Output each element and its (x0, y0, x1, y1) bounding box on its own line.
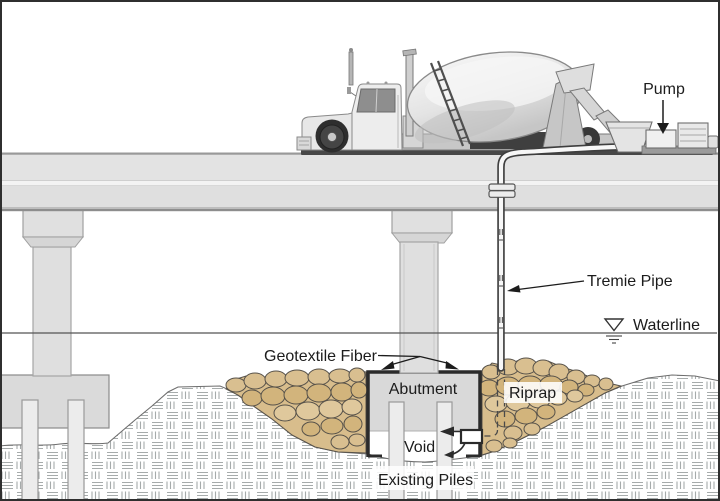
pipe-buried-dashed (483, 369, 506, 437)
pump-box (645, 129, 677, 149)
existing-piles-label-halo (372, 466, 474, 490)
pump-leader (657, 100, 669, 134)
abutment-concrete (368, 372, 480, 431)
pipe-joint-marks (497, 229, 505, 329)
waterline-label: Waterline (633, 317, 700, 334)
antenna-top (349, 48, 353, 52)
pier-cap-chamfer (21, 236, 85, 248)
waterline-group (0, 318, 717, 344)
antenna-mast (348, 51, 354, 86)
riprap-label: Riprap (509, 385, 556, 402)
discharge-funnel (555, 63, 595, 94)
pier-footing (0, 374, 110, 429)
geotextile-arrowhead-left (381, 361, 395, 370)
pump-tank (707, 135, 719, 149)
mirror (347, 87, 351, 94)
bridge-pier-center-column (399, 241, 439, 374)
tremie-pipe-leader (507, 280, 585, 293)
mixer-drum (406, 51, 584, 144)
tremie-arrowhead (507, 285, 521, 293)
riprap-left (225, 367, 368, 454)
pump-label: Pump (643, 81, 685, 98)
front-bumper (296, 136, 312, 151)
existing-piles-label: Existing Piles (378, 472, 473, 489)
abutment-label: Abutment (389, 381, 458, 398)
bridge-pier-center-cap (390, 206, 454, 244)
tremie-pipe-label: Tremie Pipe (587, 273, 673, 290)
flow-arrows (440, 426, 466, 459)
pier-column (32, 246, 72, 377)
pump-unit (605, 121, 719, 155)
geotextile-arrowhead-right (445, 361, 459, 370)
pipe-flange (488, 183, 516, 198)
existing-pile (21, 399, 39, 501)
front-wheel-hub (327, 132, 337, 142)
riprap-label-halo (504, 382, 562, 403)
geotextile-fiber-label: Geotextile Fiber (264, 348, 378, 365)
bridge-pier-left (0, 209, 110, 501)
pipe-outlet (459, 428, 484, 445)
drum-ladder (429, 60, 472, 147)
exhaust-cap (402, 48, 417, 57)
existing-pile (67, 399, 85, 501)
waterline-symbol-icon (603, 318, 625, 344)
pier-cap (22, 209, 84, 238)
bridge-deck (0, 152, 720, 212)
geotextile-leader (377, 354, 459, 370)
void-label: Void (404, 439, 435, 456)
pump-arrowhead (657, 123, 669, 134)
